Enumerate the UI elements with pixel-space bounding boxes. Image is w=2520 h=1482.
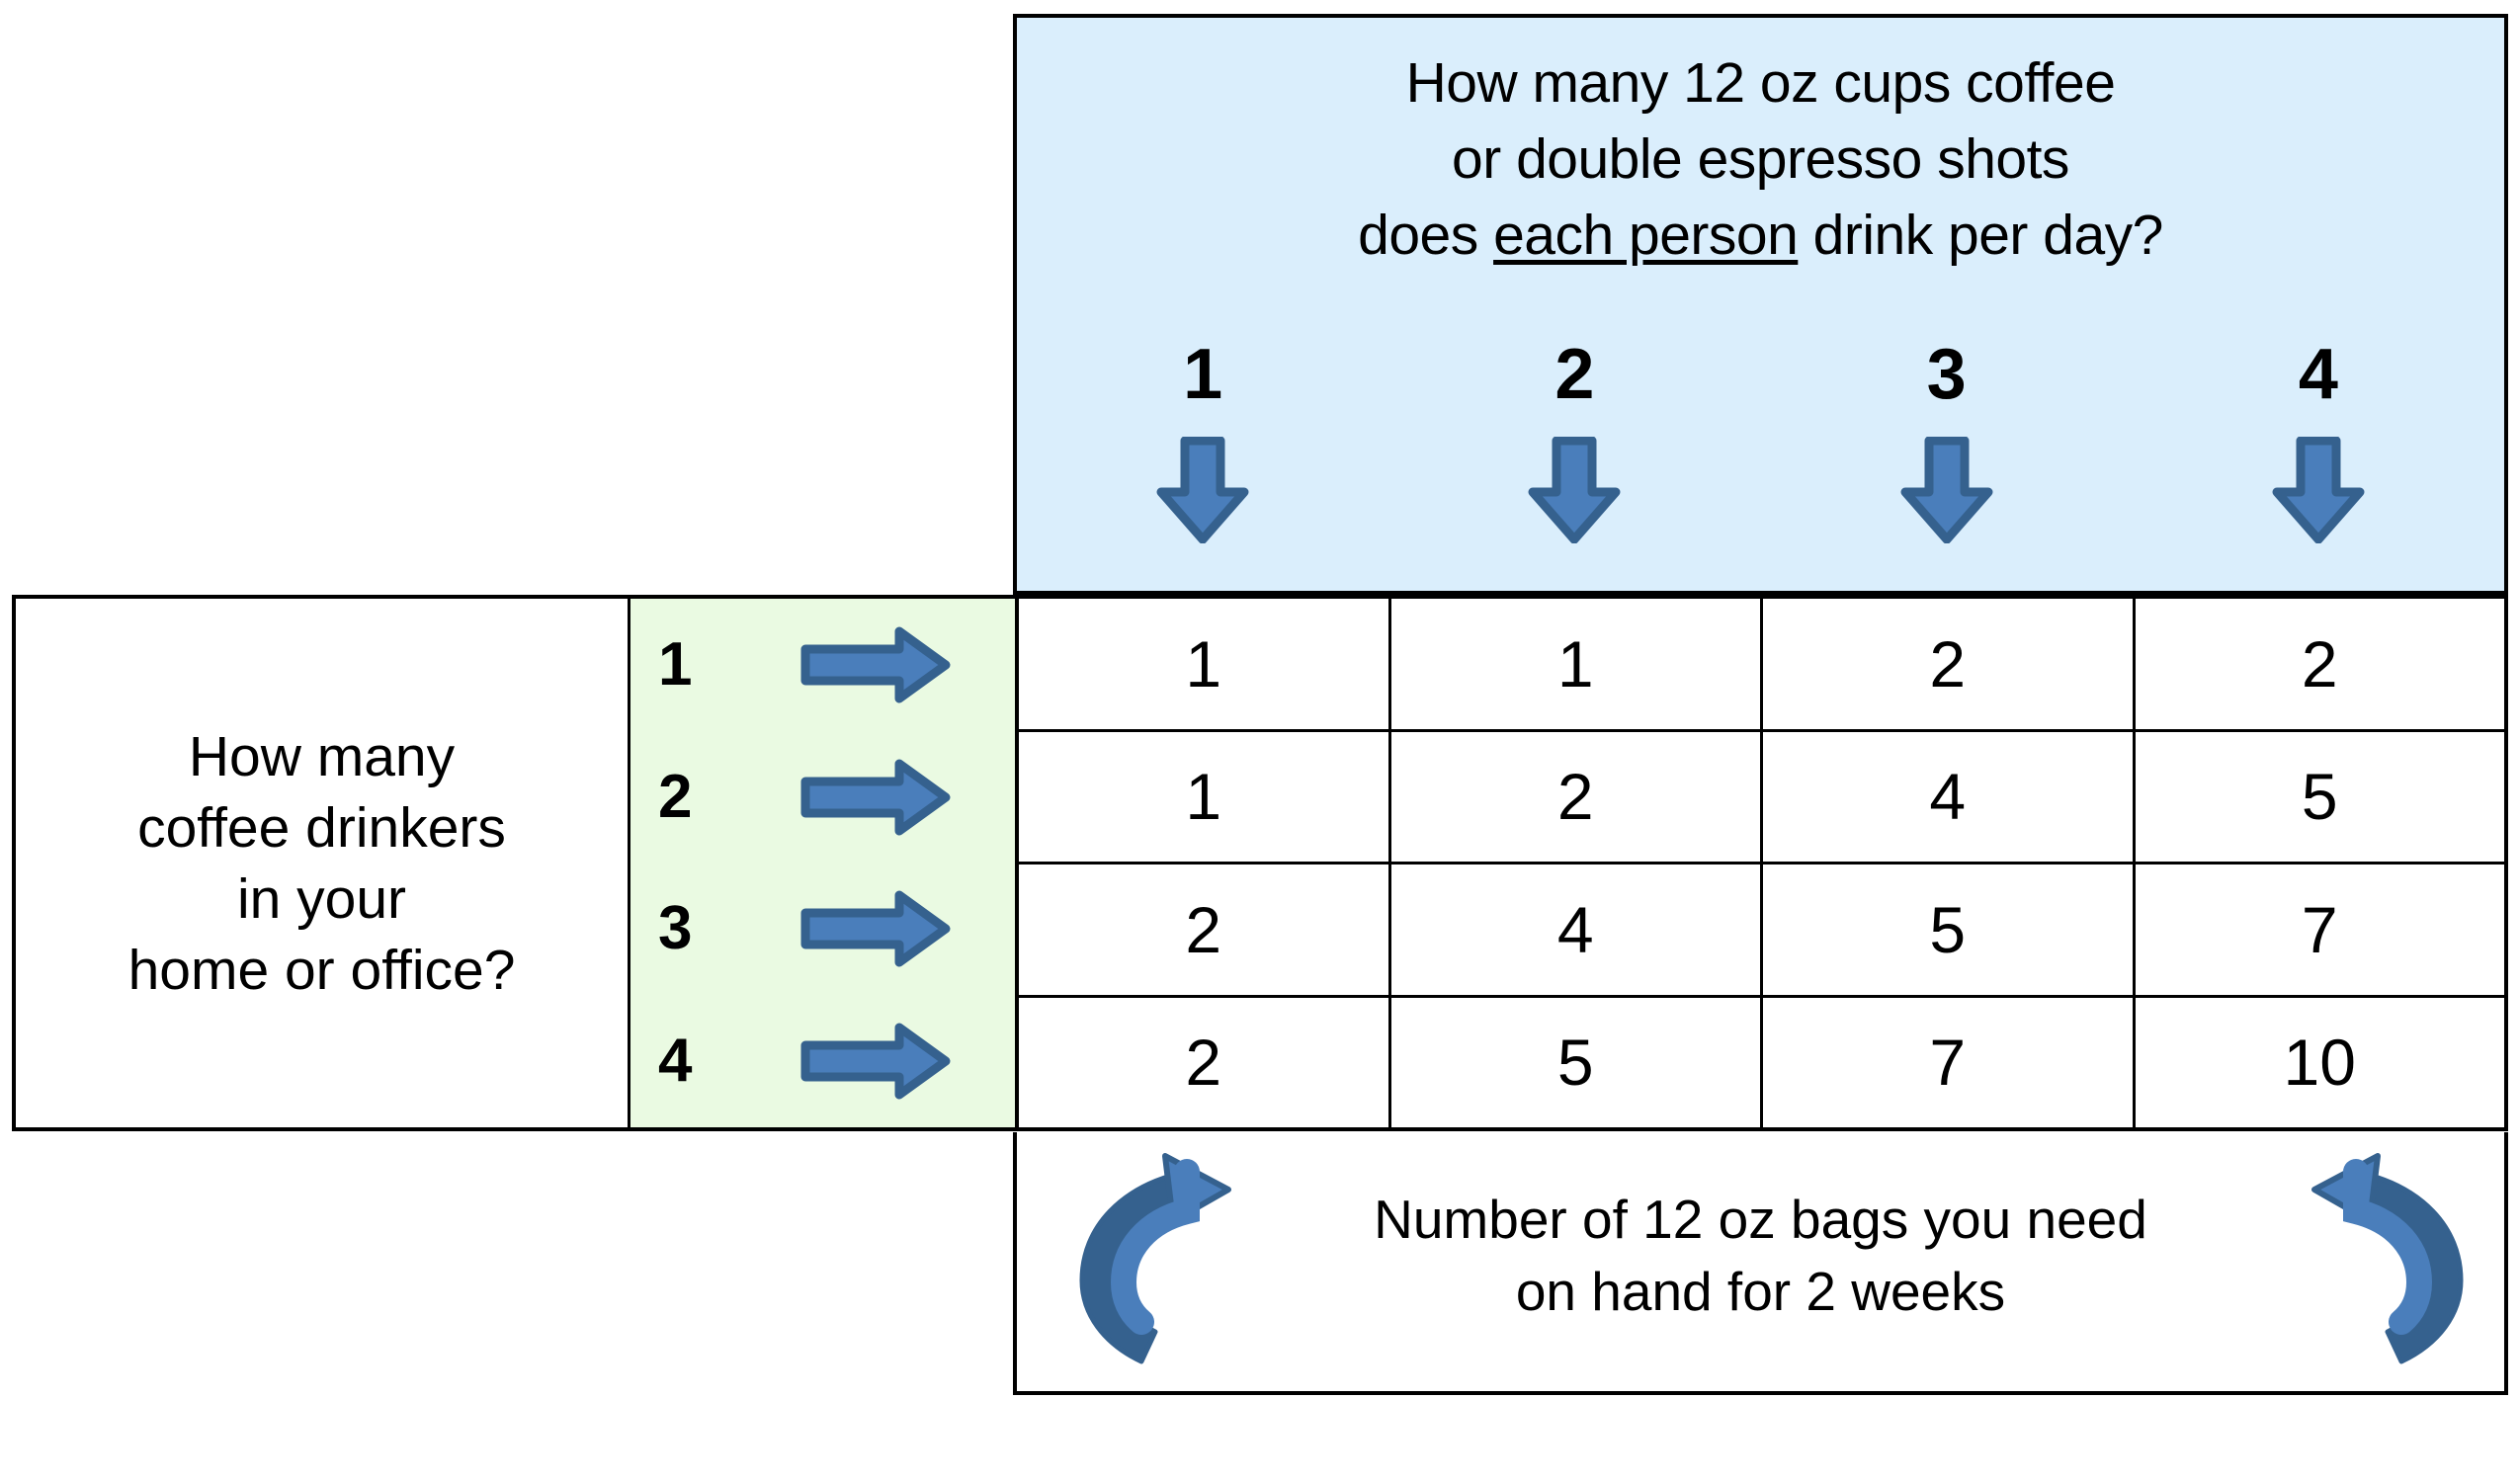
table-row: 2 5 7 10 [1019, 997, 2504, 1127]
data-cell: 2 [1390, 731, 1763, 862]
down-arrow-icon [1156, 437, 1249, 543]
data-cell: 1 [1390, 599, 1763, 729]
coffee-lookup-table: How many coffee drinkers in your home or… [12, 595, 2508, 1131]
header-line-3-underlined: each person [1493, 204, 1799, 267]
table-row: 1 1 2 2 [1019, 599, 2504, 732]
right-arrow-icon [800, 1023, 951, 1100]
down-arrow-icon [1900, 437, 1993, 543]
row-question-text: How many coffee drinkers in your home or… [115, 721, 530, 1006]
footer-line-1: Number of 12 oz bags you need [1374, 1189, 2147, 1250]
curved-arrow-up-right-icon [2311, 1153, 2464, 1364]
column-header-1: 1 [1017, 334, 1388, 591]
column-header-4: 4 [2133, 334, 2504, 591]
header-line-3-post: drink per day? [1798, 204, 2164, 267]
row-label-4: 4 [630, 995, 1015, 1127]
data-cell: 4 [1763, 731, 2136, 862]
row-labels-column: 1 2 3 4 [630, 599, 1019, 1127]
row-label-3: 3 [630, 864, 1015, 996]
down-arrow-icon [1528, 437, 1621, 543]
row-label-1: 1 [630, 599, 1015, 731]
column-question-text: How many 12 oz cups coffee or double esp… [1017, 45, 2504, 274]
table-row: 1 2 4 5 [1019, 731, 2504, 864]
table-row: 2 4 5 7 [1019, 864, 2504, 998]
right-arrow-icon [800, 759, 951, 836]
curved-arrow-up-left-icon [1079, 1153, 1231, 1364]
column-header-number: 3 [1926, 335, 1967, 414]
data-cell: 2 [2135, 599, 2504, 729]
row-question-line-4: home or office? [127, 938, 516, 1002]
data-cell: 2 [1019, 864, 1391, 995]
row-label-2: 2 [630, 731, 1015, 864]
data-cell: 1 [1019, 731, 1391, 862]
column-header-2: 2 [1388, 334, 1760, 591]
header-line-2: or double espresso shots [1452, 127, 2069, 191]
column-header-number: 2 [1554, 335, 1595, 414]
data-cell: 2 [1019, 997, 1391, 1127]
data-cell: 7 [2135, 864, 2504, 995]
row-question-line-3: in your [236, 866, 407, 931]
data-cell: 4 [1390, 864, 1763, 995]
down-arrow-icon [2272, 437, 2365, 543]
column-question-header: How many 12 oz cups coffee or double esp… [1013, 14, 2508, 595]
data-cell: 5 [1763, 864, 2136, 995]
header-line-3: does each person drink per day? [1017, 198, 2504, 274]
row-question-cell: How many coffee drinkers in your home or… [16, 599, 630, 1127]
data-grid: 1 1 2 2 1 2 4 5 2 4 5 7 2 5 7 10 [1019, 599, 2504, 1127]
row-label-number: 2 [658, 762, 693, 831]
right-arrow-icon [800, 890, 951, 967]
data-cell: 2 [1763, 599, 2136, 729]
right-arrow-icon [800, 626, 951, 703]
data-cell: 7 [1763, 997, 2136, 1127]
column-header-number: 4 [2298, 335, 2338, 414]
header-line-3-pre: does [1358, 204, 1494, 267]
row-label-number: 3 [658, 894, 693, 963]
row-question-line-2: coffee drinkers [137, 795, 506, 860]
column-headers-row: 1 2 3 4 [1017, 334, 2504, 591]
data-cell: 10 [2135, 997, 2504, 1127]
data-cell: 1 [1019, 599, 1391, 729]
column-header-number: 1 [1183, 335, 1223, 414]
footer-line-2: on hand for 2 weeks [1515, 1261, 2006, 1322]
row-label-number: 4 [658, 1027, 693, 1096]
row-question-line-1: How many [188, 724, 456, 788]
row-label-number: 1 [658, 629, 693, 699]
data-cell: 5 [1390, 997, 1763, 1127]
data-cell: 5 [2135, 731, 2504, 862]
footer-text: Number of 12 oz bags you need on hand fo… [1017, 1184, 2504, 1328]
header-line-1: How many 12 oz cups coffee [1405, 51, 2116, 115]
footer-caption-box: Number of 12 oz bags you need on hand fo… [1013, 1132, 2508, 1395]
column-header-3: 3 [1761, 334, 2133, 591]
